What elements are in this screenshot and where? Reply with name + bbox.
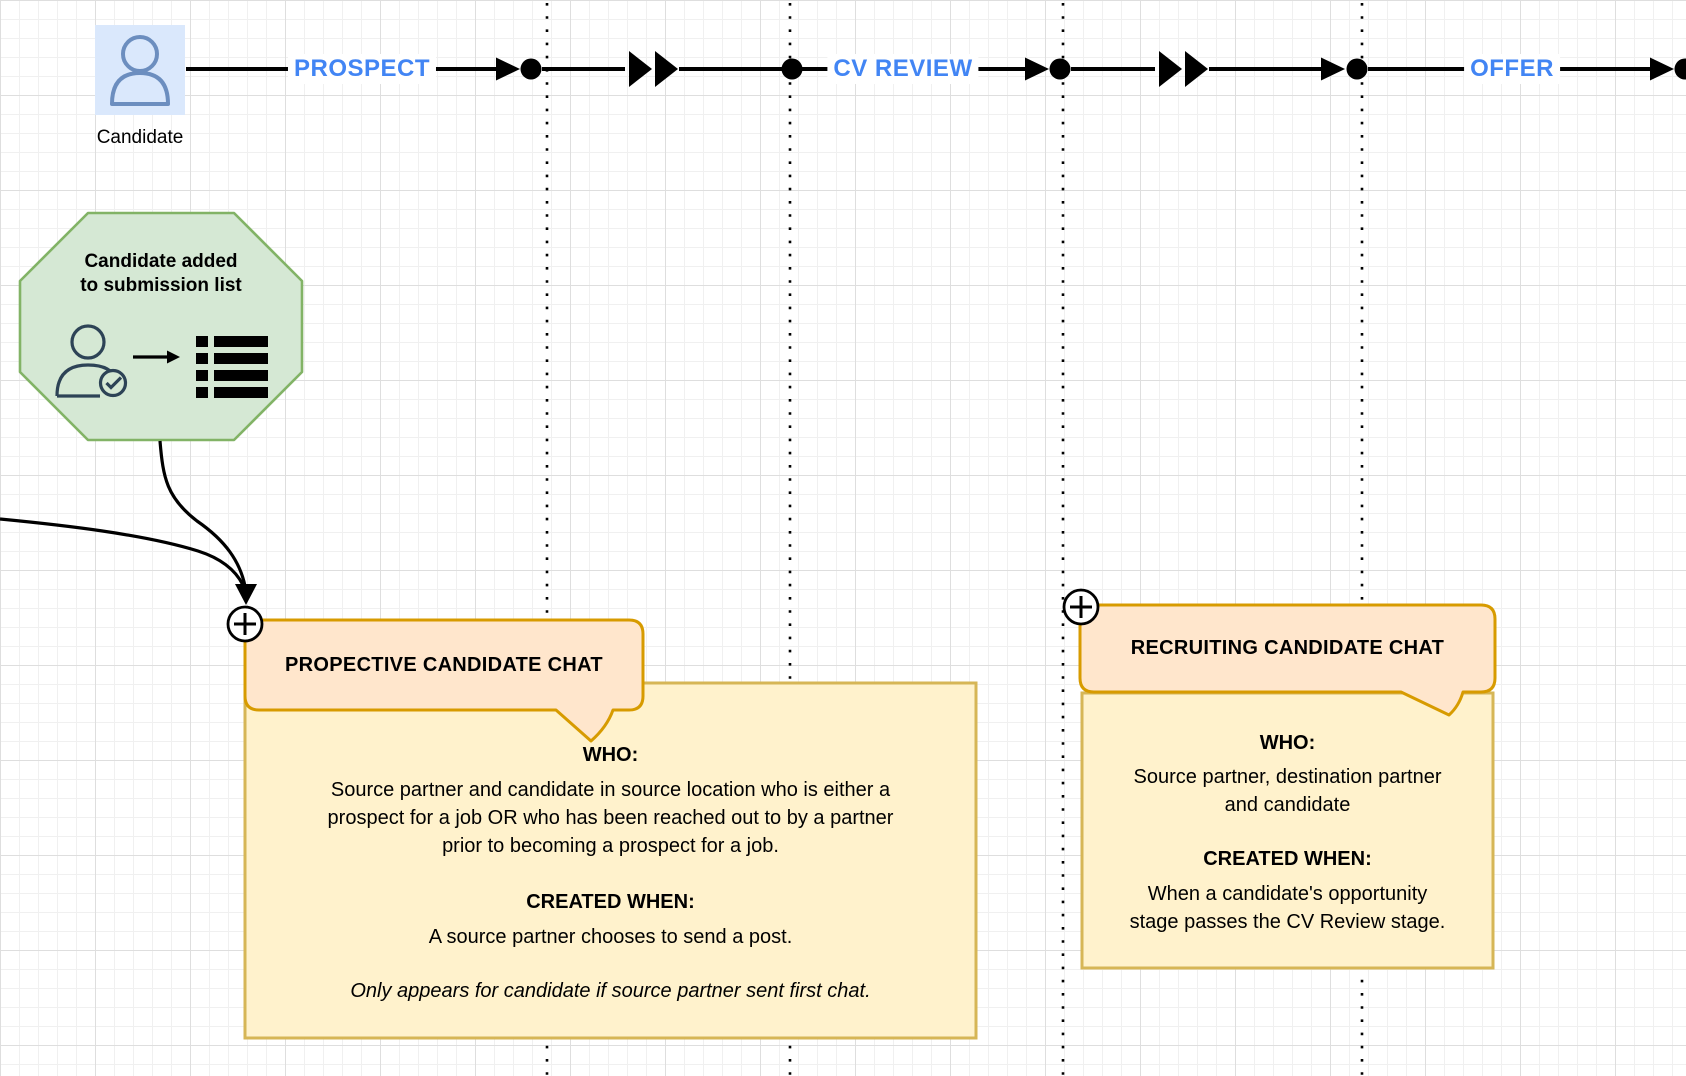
prospective-created-heading: CREATED WHEN: [526,891,695,913]
stage-label-cv-review: CV REVIEW [827,54,979,84]
connector-from-left-edge [0,517,245,586]
candidate-actor-label: Candidate [96,127,184,148]
add-prospective-chat-button[interactable] [226,605,264,643]
submission-event-label: Candidate added to submission list [80,251,242,296]
stage-label-offer: OFFER [1464,54,1560,84]
add-recruiting-chat-button[interactable] [1062,588,1100,626]
arrow-right-icon [133,350,180,364]
connector-arrowhead [235,584,257,605]
prospective-created-body: A source partner chooses to send a post. [428,926,793,948]
prospective-note: Only appears for candidate if source par… [350,980,871,1002]
plus-icon [1070,596,1092,618]
recruiting-created-heading: CREATED WHEN: [1203,848,1372,870]
timeline-node-4 [1346,58,1368,80]
stage-label-prospect: PROSPECT [287,54,437,84]
recruiting-who-body: Source partner, destination partner and … [1133,766,1442,816]
candidate-actor [95,25,185,115]
timeline-node-5 [1674,58,1686,80]
connector-from-octagon [158,440,247,587]
prospective-chat-note-box [243,681,978,1040]
timeline-node-3 [1049,58,1071,80]
timeline-arrowhead-4 [1650,57,1674,81]
prospective-chat-title: PROPECTIVE CANDIDATE CHAT [285,653,603,676]
plus-icon [234,613,256,635]
recruiting-who-heading: WHO: [1259,732,1316,754]
recruiting-created-body: When a candidate's opportunity stage pas… [1129,883,1446,933]
timeline-arrowhead-1 [496,57,520,81]
person-check-icon [55,324,128,398]
timeline-arrowhead-2 [1025,57,1049,81]
timeline-node-2 [781,58,803,80]
prospective-who-body: Source partner and candidate in source l… [327,779,894,857]
recruiting-chat-note-box [1080,691,1495,970]
prospective-who-heading: WHO: [582,744,639,766]
submission-event-octagon [18,211,304,442]
timeline-node-1 [520,58,542,80]
checklist-icon [196,336,268,398]
fast-forward-icon [629,51,678,87]
fast-forward-icon [1159,51,1208,87]
recruiting-chat-title: RECRUITING CANDIDATE CHAT [1130,637,1445,659]
timeline-arrowhead-3 [1321,57,1345,81]
person-icon [110,35,170,106]
timeline [186,51,1686,87]
